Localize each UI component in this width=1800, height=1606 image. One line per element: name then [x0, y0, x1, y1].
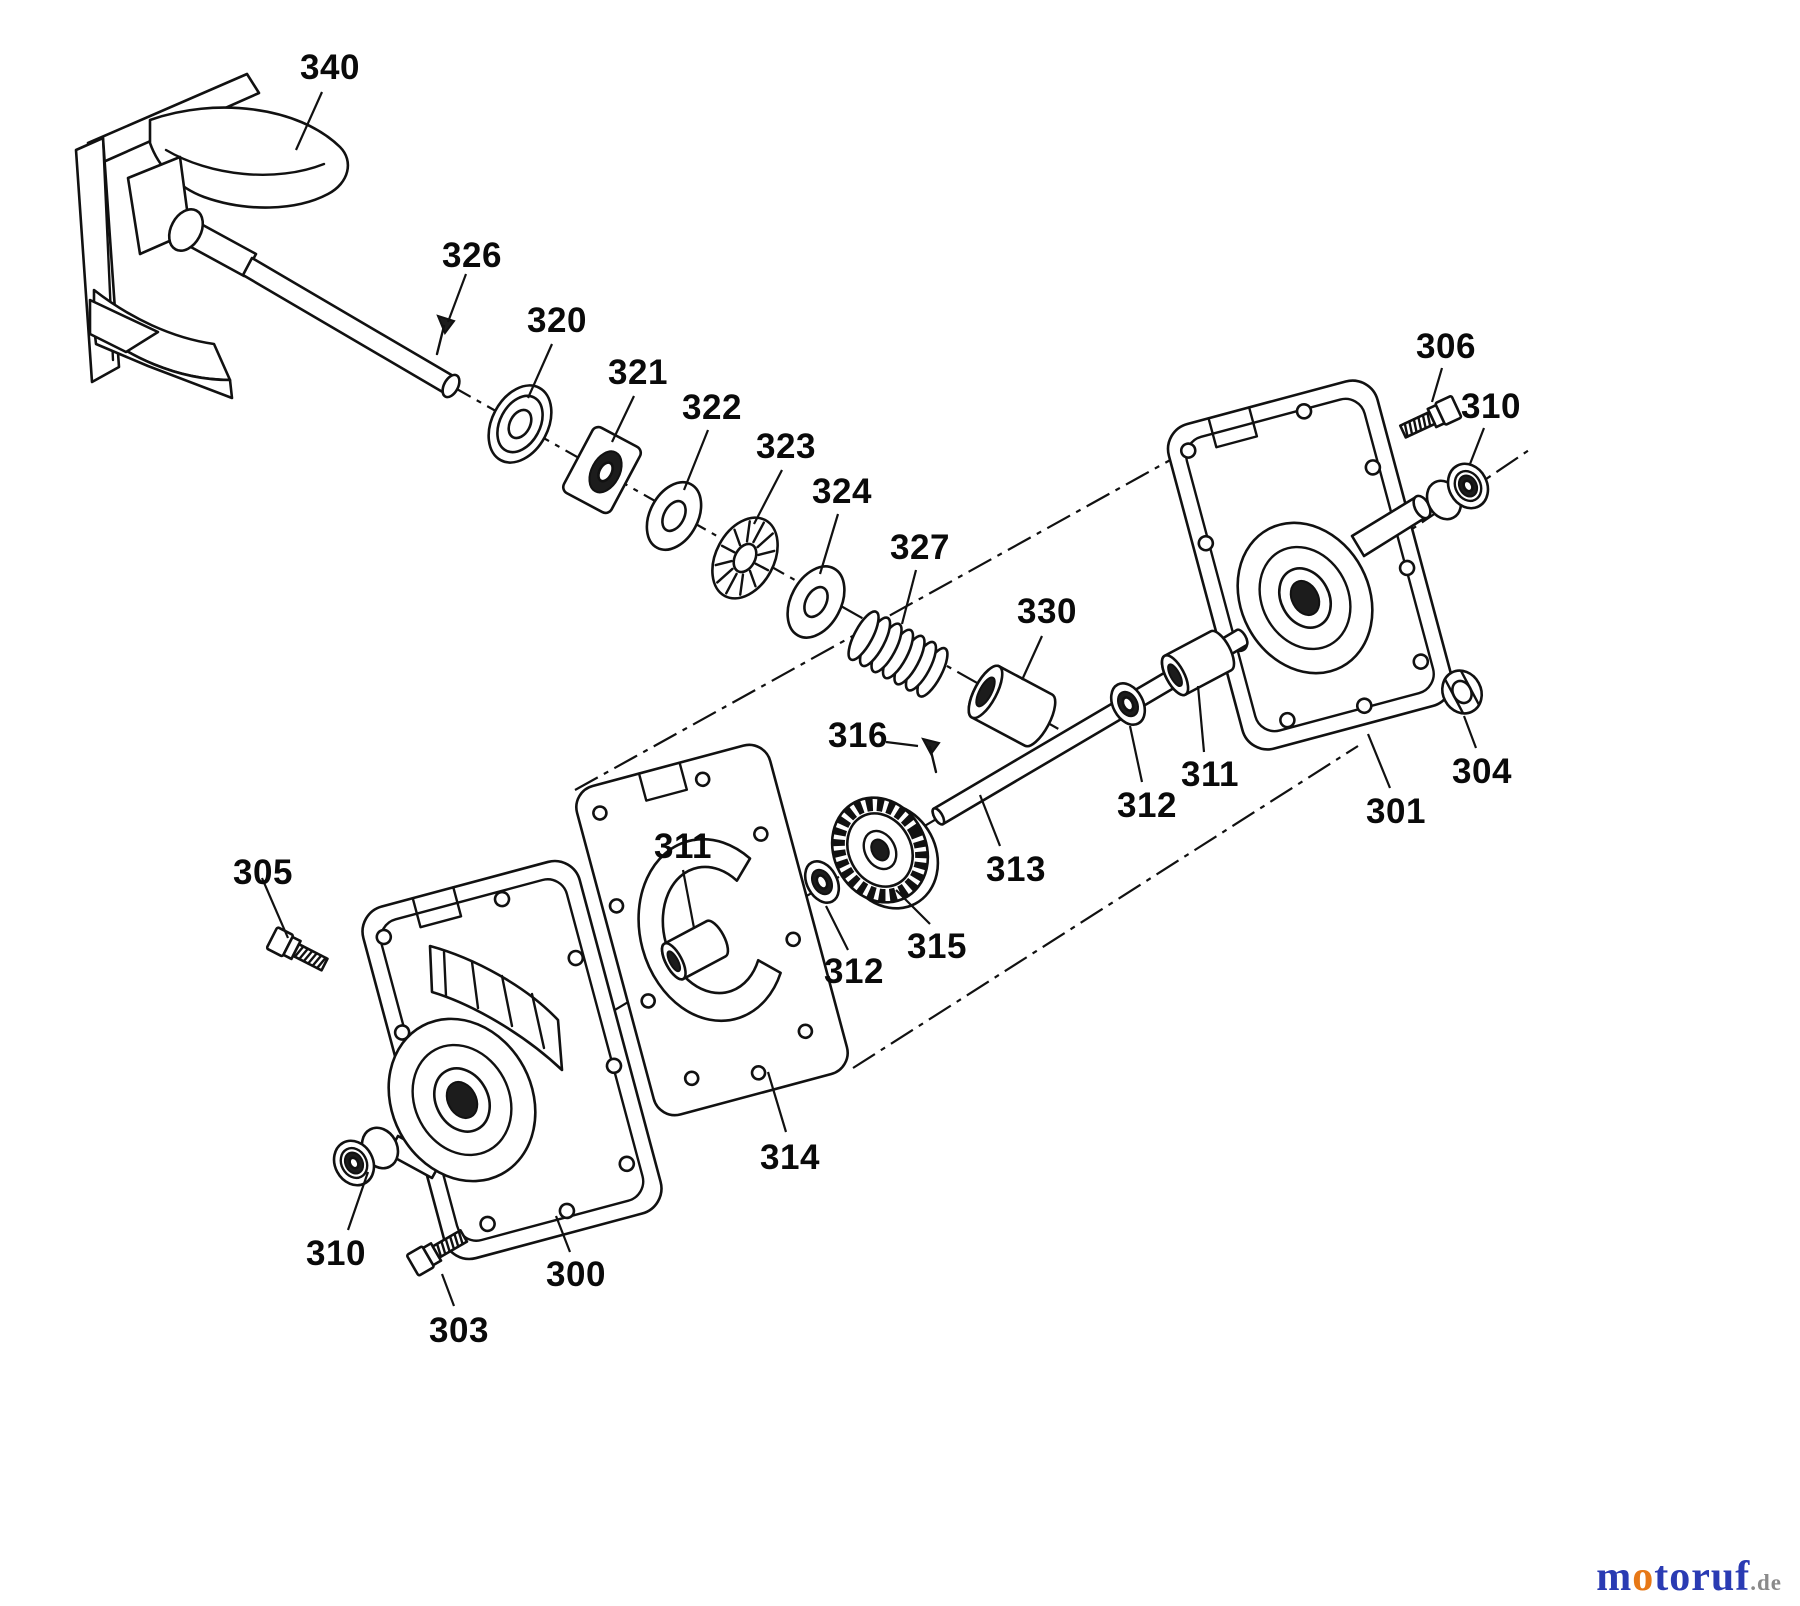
collar-321: [561, 425, 643, 515]
spacer-311-middle: [660, 919, 730, 981]
watermark-logo[interactable]: motoruf.de: [1596, 1556, 1782, 1598]
washer-312-left: [803, 860, 841, 904]
washer-322: [645, 480, 703, 552]
leader-lines: [260, 91, 1486, 1307]
bearing-boss-left: [387, 1017, 537, 1183]
washer-312-right: [1109, 682, 1147, 726]
rib-bracket: [428, 944, 564, 1072]
spacer-311-right: [1160, 629, 1236, 697]
nut-304: [1440, 669, 1484, 715]
spacer-330: [967, 664, 1057, 748]
pin-316: [921, 737, 941, 774]
washer-324: [786, 565, 846, 639]
watermark-text-rest: toruf: [1654, 1554, 1751, 1600]
gear-315: [830, 796, 940, 910]
gear-housing-left-300: [361, 859, 663, 1261]
bearing-boss-right: [1236, 521, 1374, 675]
watermark-text-o: o: [1632, 1554, 1655, 1600]
locknut-310-bottom-left: [332, 1126, 400, 1187]
bolt-303: [406, 1229, 469, 1277]
watermark-text-m: m: [1596, 1554, 1633, 1600]
bolt-306: [1398, 395, 1463, 439]
bolt-305: [265, 926, 329, 972]
impeller-340: [74, 72, 461, 400]
worm-spring-327: [847, 610, 949, 698]
washer-320: [487, 384, 553, 464]
toothed-washer-323: [711, 516, 779, 600]
locknut-310-top-right: [1425, 462, 1490, 521]
gear-housing-right-301: [1166, 379, 1454, 751]
watermark-text-suffix: .de: [1750, 1570, 1782, 1595]
pin-326: [435, 314, 456, 356]
